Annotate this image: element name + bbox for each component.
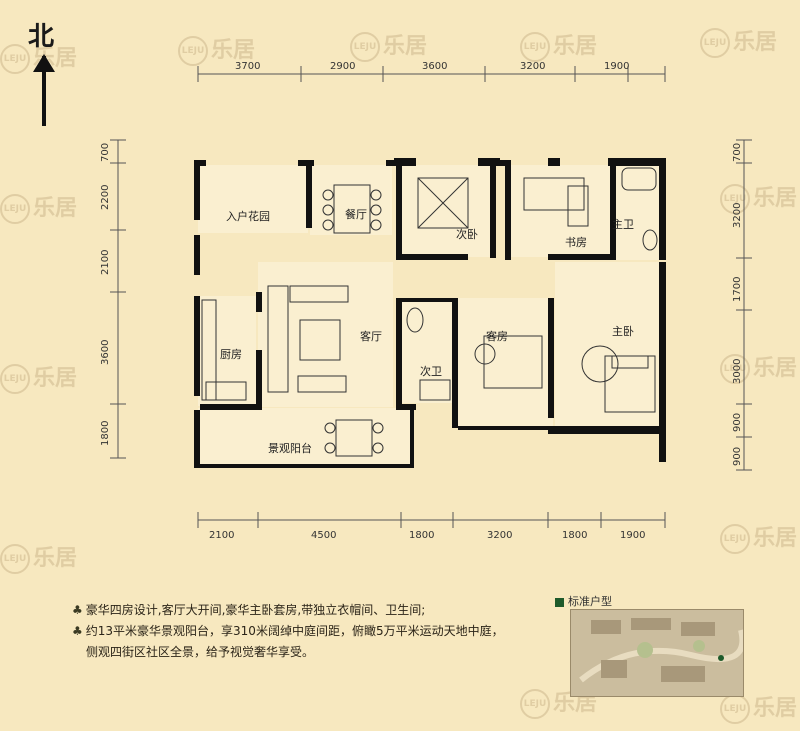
top-dimension-line [197, 66, 666, 82]
north-label: 北 [28, 22, 55, 52]
room-living: 客厅 [360, 329, 382, 343]
dim-right-3: 1700 [732, 277, 743, 302]
description-line-3: 侧观四街区社区全景，给予视觉奢华享受。 [86, 645, 315, 659]
room-dining: 餐厅 [345, 207, 367, 221]
description-line-2: ♣约13平米豪华景观阳台，享310米阔绰中庭间距，俯瞰5万平米运动天地中庭， [72, 624, 504, 638]
bottom-dimension-line [197, 512, 666, 528]
room-entry-garden: 入户花园 [226, 209, 270, 223]
dim-bottom-6: 1900 [620, 530, 645, 541]
site-map-image [570, 609, 744, 697]
dim-right-5: 900 [732, 413, 743, 432]
legend-square-icon [555, 597, 564, 607]
dim-top-2: 2900 [330, 61, 355, 72]
bullet-icon: ♣ [72, 603, 83, 617]
room-master-bedroom: 主卧 [612, 325, 634, 338]
dim-bottom-4: 3200 [487, 530, 512, 541]
description: ♣豪华四房设计,客厅大开间,豪华主卧套房,带独立衣帽间、卫生间; ♣约13平米豪… [72, 600, 542, 663]
dim-bottom-5: 1800 [562, 530, 587, 541]
dim-left-4: 3600 [100, 340, 111, 365]
dim-top-5: 1900 [604, 61, 629, 72]
bullet-icon: ♣ [72, 624, 83, 638]
room-second-bath: 次卫 [420, 364, 442, 378]
site-map: 标准户型 [555, 593, 753, 700]
dim-right-2: 3200 [732, 203, 743, 228]
dim-bottom-3: 1800 [409, 530, 434, 541]
room-kitchen: 厨房 [220, 348, 242, 361]
walls [194, 158, 666, 468]
dim-top-3: 3600 [422, 61, 447, 72]
dim-right-1: 700 [732, 143, 743, 162]
description-line-1: ♣豪华四房设计,客厅大开间,豪华主卧套房,带独立衣帽间、卫生间; [72, 603, 426, 617]
north-arrow-shaft [42, 56, 46, 126]
dim-top-1: 3700 [235, 61, 260, 72]
dim-right-6: 900 [732, 447, 743, 466]
right-dimension-line [736, 139, 752, 471]
dim-top-4: 3200 [520, 61, 545, 72]
north-indicator: 北 [28, 16, 55, 126]
dim-bottom-2: 4500 [311, 530, 336, 541]
dim-left-1: 700 [100, 143, 111, 162]
left-dimension-line [110, 139, 126, 459]
room-study: 书房 [565, 236, 587, 249]
dim-left-2: 2200 [100, 185, 111, 210]
site-map-caption: 标准户型 [555, 593, 753, 609]
room-second-bedroom: 次卧 [456, 227, 478, 241]
dim-bottom-1: 2100 [209, 530, 234, 541]
floor-plan: 3700 2900 3600 3200 1900 2100 4500 1800 … [100, 61, 752, 541]
room-master-bath: 主卫 [612, 218, 634, 231]
room-balcony: 景观阳台 [268, 441, 312, 455]
dim-left-5: 1800 [100, 421, 111, 446]
dim-right-4: 3000 [732, 359, 743, 384]
dim-left-3: 2100 [100, 250, 111, 275]
room-guest: 客房 [486, 329, 508, 343]
furniture [201, 167, 658, 457]
